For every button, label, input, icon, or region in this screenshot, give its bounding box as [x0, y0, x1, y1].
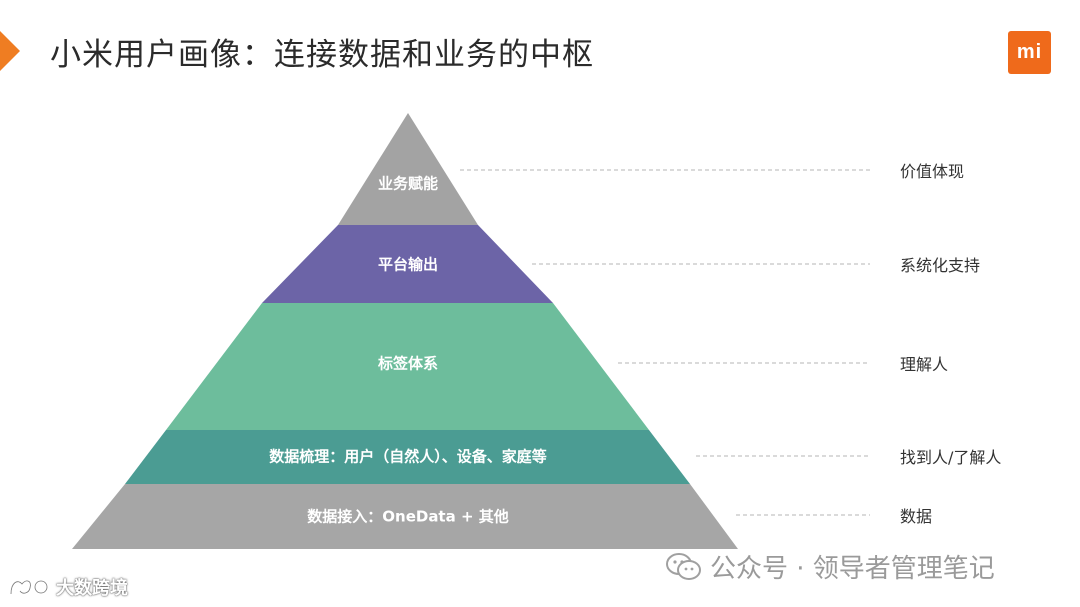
layer-3-label: 标签体系 [377, 354, 439, 373]
pyramid-layer-3 [166, 303, 649, 430]
corner-brand-mark: 大数跨境 [8, 574, 128, 600]
pyramid-layer-5 [72, 484, 738, 549]
corner-brand-text: 大数跨境 [56, 578, 128, 599]
side-label-find-people: 找到人/了解人 [900, 448, 1002, 467]
watermark-text: 公众号 · 领导者管理笔记 [710, 554, 995, 584]
layer-5-label: 数据接入：OneData + 其他 [307, 507, 509, 526]
side-label-value: 价值体现 [900, 162, 965, 181]
pyramid-layer-4 [125, 430, 690, 484]
layer-1-label: 业务赋能 [377, 174, 439, 193]
pyramid-layer-2 [262, 225, 553, 303]
layer-4-label: 数据梳理：用户（自然人）、设备、家庭等 [269, 447, 547, 466]
brand-icon [9, 579, 49, 595]
side-label-system-support: 系统化支持 [900, 256, 981, 275]
side-label-data: 数据 [900, 507, 933, 526]
wechat-watermark: 公众号 · 领导者管理笔记 [666, 548, 995, 585]
pyramid-layer-1 [338, 113, 478, 225]
side-label-understand: 理解人 [900, 355, 949, 374]
title-accent-arrow [0, 31, 20, 71]
layer-2-label: 平台输出 [377, 255, 439, 274]
wechat-icon [666, 552, 701, 580]
xiaomi-logo: mi [1008, 31, 1051, 74]
page-title: 小米用户画像：连接数据和业务的中枢 [50, 37, 594, 73]
